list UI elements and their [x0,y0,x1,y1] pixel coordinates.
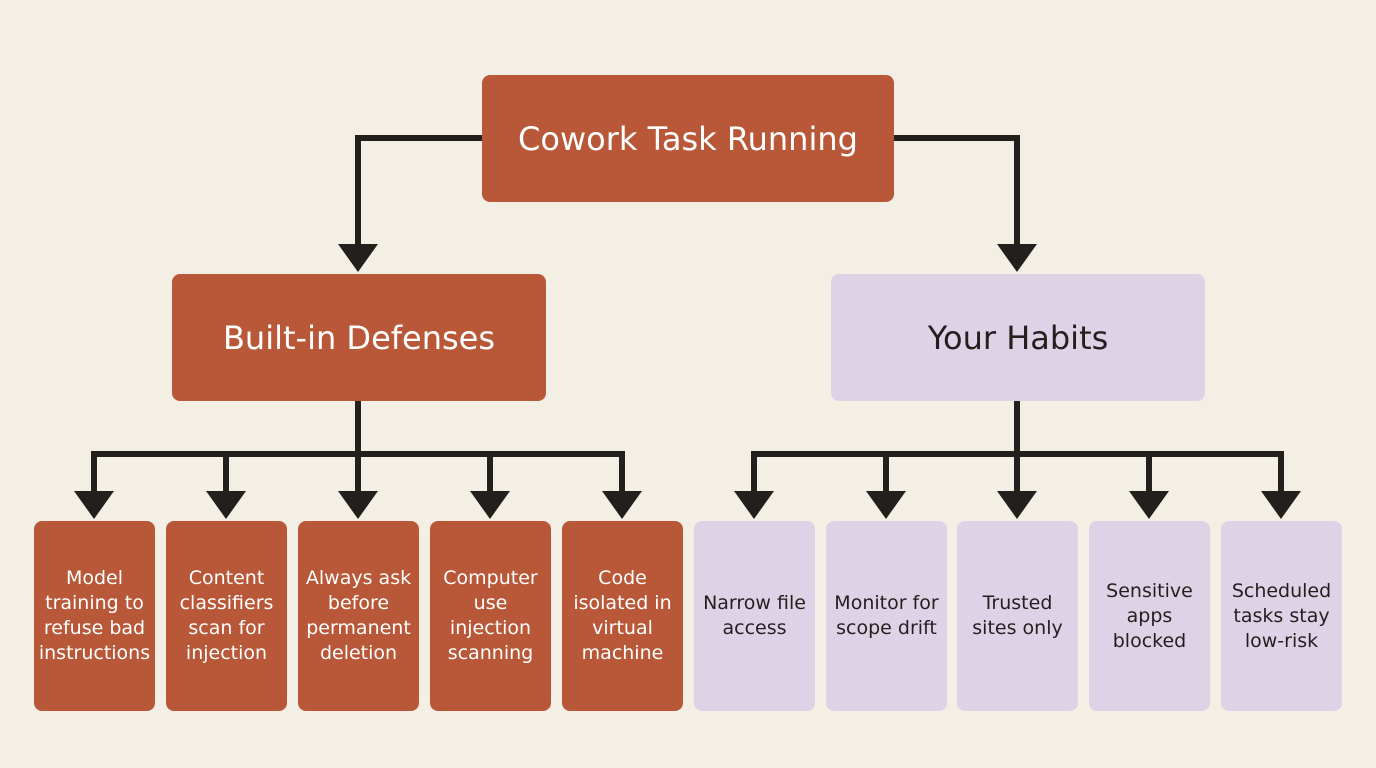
leaf-sensitive-apps: Sensitive apps blocked [1089,521,1210,711]
branch-your-habits: Your Habits [831,274,1205,401]
branch-label: Built-in Defenses [222,318,496,357]
leaf-label: Scheduled tasks stay low-risk [1231,579,1332,652]
arrowhead-leaf-7 [866,491,906,519]
arrowhead-leaf-3 [338,491,378,519]
root-node: Cowork Task Running [482,75,894,202]
leaf-label: Narrow file access [703,592,806,639]
leaf-monitor-scope-drift: Monitor for scope drift [826,521,947,711]
connector-root-left [355,135,485,253]
arrowhead-leaf-6 [734,491,774,519]
arrowhead-built-in-defenses [338,244,378,272]
leaf-content-classifiers: Content classifiers scan for injection [166,521,287,711]
arrowhead-your-habits [997,244,1037,272]
connector-root-right [891,135,1020,253]
arrowhead-leaf-5 [602,491,642,519]
leaf-code-isolated: Code isolated in virtual machine [562,521,683,711]
leaf-model-training: Model training to refuse bad instruction… [34,521,155,711]
leaf-narrow-file-access: Narrow file access [694,521,815,711]
leaf-scheduled-tasks: Scheduled tasks stay low-risk [1221,521,1342,711]
arrowhead-leaf-2 [206,491,246,519]
leaf-label: Trusted sites only [972,592,1063,639]
arrowhead-leaf-4 [470,491,510,519]
leaf-label: Code isolated in virtual machine [573,567,672,664]
branch-label: Your Habits [927,318,1109,357]
leaf-label: Sensitive apps blocked [1106,579,1193,652]
arrowhead-leaf-1 [74,491,114,519]
leaf-label: Monitor for scope drift [834,592,939,639]
leaf-label: Content classifiers scan for injection [179,567,274,664]
root-label: Cowork Task Running [518,119,858,158]
leaf-computer-use: Computer use injection scanning [430,521,551,711]
arrowhead-leaf-8 [997,491,1037,519]
leaf-label: Model training to refuse bad instruction… [38,567,151,664]
leaf-trusted-sites: Trusted sites only [957,521,1078,711]
leaf-label: Always ask before permanent deletion [305,567,412,664]
arrowhead-leaf-9 [1129,491,1169,519]
branch-built-in-defenses: Built-in Defenses [172,274,546,401]
leaf-label: Computer use injection scanning [443,567,538,664]
arrowhead-leaf-10 [1261,491,1301,519]
leaf-always-ask: Always ask before permanent deletion [298,521,419,711]
